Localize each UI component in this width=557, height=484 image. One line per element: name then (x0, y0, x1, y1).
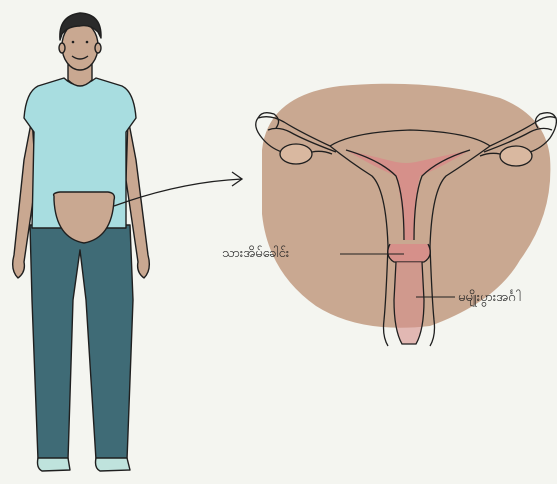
person-figure (13, 13, 150, 471)
left-shoe (38, 458, 71, 471)
trousers (30, 225, 133, 460)
cervix (388, 244, 431, 262)
left-ovary (280, 144, 312, 164)
cervix-label: သားအိမ်ခေါင်း (222, 245, 289, 264)
right-shoe (96, 458, 131, 471)
vagina-canal (394, 262, 424, 344)
right-ovary (500, 146, 532, 166)
vagina-label: မမျိုးပွားအင်္ဂါ (458, 289, 521, 308)
